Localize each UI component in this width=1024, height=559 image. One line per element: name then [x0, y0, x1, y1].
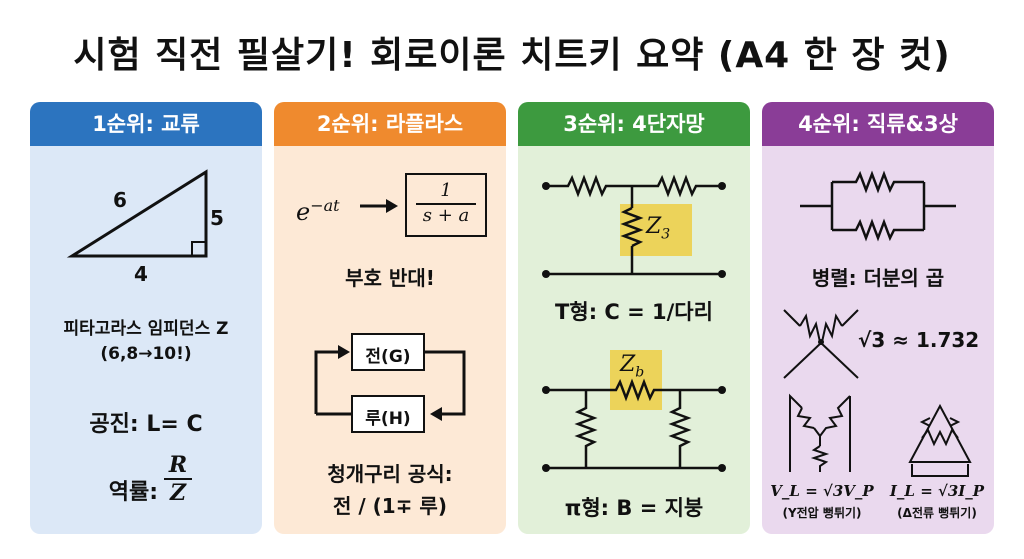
panel-two-port: 3순위: 4단자망 Z3 T형: C = 1/다리 Zb: [518, 102, 750, 534]
two-port-networks-diagram: [542, 174, 726, 472]
zb-subscript: b: [635, 364, 645, 381]
line-voltage-note: (Y전압 뻥튀기): [782, 506, 862, 520]
zb-label: Zb: [620, 352, 644, 380]
feedback-block: 루(H): [365, 409, 411, 429]
parallel-rule: 병렬: 더분의 곱: [811, 266, 945, 290]
power-factor-fraction: R Z: [164, 452, 192, 506]
sign-flip-text: 부호 반대!: [345, 266, 435, 290]
impedance-example: (6,8→10!): [100, 344, 192, 364]
exp-power: −at: [310, 196, 340, 215]
laplace-denominator: s + a: [416, 203, 476, 226]
frog-formula: 전 / (1∓ 루): [333, 494, 447, 518]
line-current-formula: I_L = √3I_P: [889, 482, 985, 500]
forward-block: 전(G): [365, 347, 411, 367]
laplace-diagram: [314, 173, 487, 433]
z3-subscript: 3: [661, 226, 671, 243]
sqrt3-value: √3 ≈ 1.732: [858, 328, 980, 352]
zb-symbol: Z: [620, 352, 636, 377]
impedance-text: 피타고라스 임피던스 Z: [63, 319, 229, 339]
pi-network-rule: π형: B = 지붕: [564, 496, 704, 520]
right-triangle-diagram: [66, 169, 208, 258]
dc-three-phase-diagram: [783, 170, 972, 477]
height-label: 5: [210, 206, 224, 230]
fraction-numerator: R: [168, 452, 188, 478]
panel-ac: 1순위: 교류 6 5 4 피타고라스 임피던스 Z (6,8→10!) 공진:…: [30, 102, 262, 534]
hypotenuse-label: 6: [113, 188, 127, 212]
panel-header-dc-three-phase: 4순위: 직류&3상: [762, 102, 994, 146]
exp-base: e: [296, 198, 311, 226]
frog-formula-title: 청개구리 공식:: [327, 462, 453, 486]
line-voltage-formula: V_L = √3V_P: [770, 482, 874, 500]
panel-header-ac: 1순위: 교류: [30, 102, 262, 146]
panel-header-laplace: 2순위: 라플라스: [274, 102, 506, 146]
resonance-text: 공진: L= C: [89, 412, 203, 437]
panel-header-two-port: 3순위: 4단자망: [518, 102, 750, 146]
power-factor-label: 역률:: [108, 480, 158, 505]
t-network-rule: T형: C = 1/다리: [555, 300, 713, 324]
z3-symbol: Z: [646, 214, 662, 239]
z3-label: Z3: [646, 214, 670, 242]
line-current-note: (Δ전류 뻥튀기): [897, 506, 977, 520]
laplace-numerator: 1: [440, 180, 452, 201]
panel-laplace: 2순위: 라플라스 e−at 1 s + a 부호 반대! 전(G) 루(H) …: [274, 102, 506, 534]
laplace-fraction: 1 s + a: [406, 180, 486, 226]
base-label: 4: [134, 262, 148, 286]
fraction-denominator: Z: [164, 478, 192, 506]
exponential-expression: e−at: [296, 196, 340, 226]
panel-dc-three-phase: 4순위: 직류&3상: [762, 102, 994, 534]
page-title: 시험 직전 필살기! 회로이론 치트키 요약 (A4 한 장 컷): [73, 35, 951, 76]
